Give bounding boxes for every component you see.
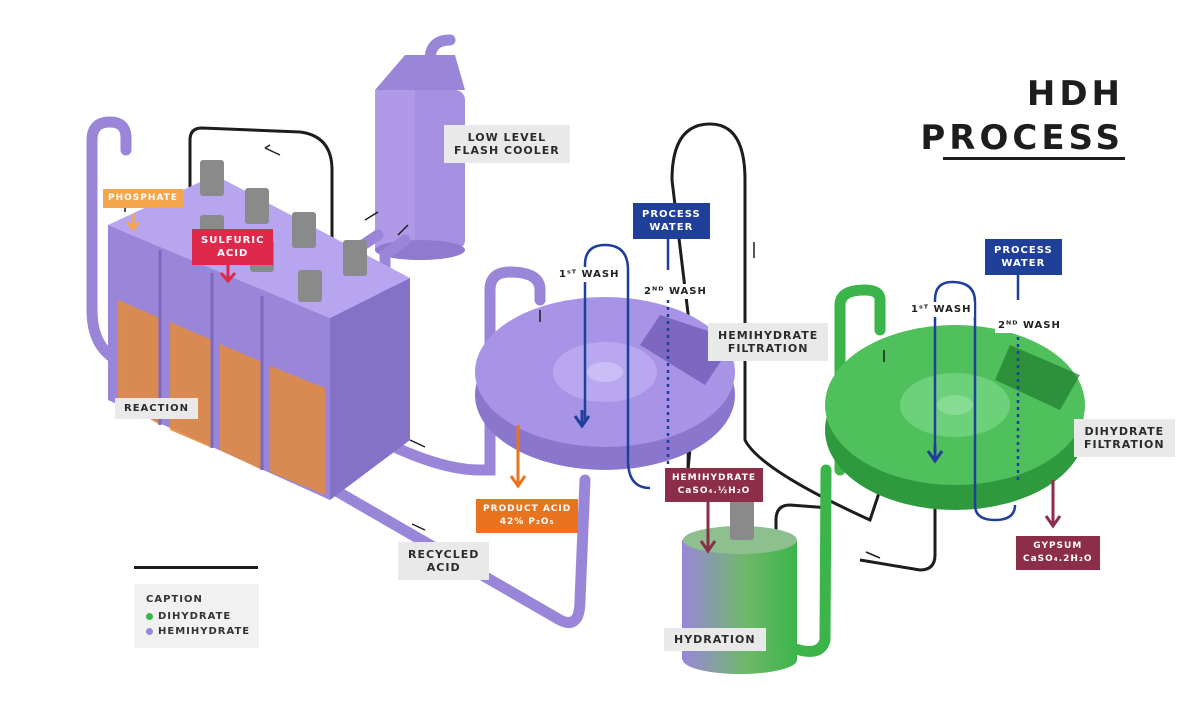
caption-rule — [134, 566, 258, 569]
hemihydrate-filter-loop — [670, 122, 882, 523]
product-arrows — [125, 214, 1062, 554]
hydration-label: HYDRATION — [664, 628, 766, 651]
reaction-vessel — [108, 160, 410, 500]
recycled-acid-pipe — [294, 464, 591, 628]
first-wash-label-2: 1ˢᵀ WASH — [908, 302, 975, 317]
arrow-left — [411, 523, 426, 531]
recycled-acid-label: RECYCLED ACID — [398, 542, 490, 580]
reaction-slurry — [118, 300, 325, 495]
hemihydrate-swatch — [146, 627, 153, 635]
dh-wash-arrow — [926, 445, 944, 464]
arrow-cooler-out — [397, 224, 409, 236]
page-title: HDH PROCESS — [920, 72, 1124, 160]
arrow-return — [865, 551, 881, 559]
line-to-hydration — [774, 503, 831, 560]
arrow-up-left — [264, 144, 281, 156]
hh-wash-arrow — [573, 410, 591, 429]
hemihydrate-filter-disc — [475, 297, 735, 470]
dihydrate-filtration-label: DIHYDRATE FILTRATION — [1074, 419, 1175, 457]
legend-item-hemihydrate: HEMIHYDRATE — [146, 626, 250, 637]
reactor-dividers — [158, 250, 264, 470]
phosphate-label: PHOSPHATE — [103, 189, 183, 208]
gypsum-arrow — [1044, 480, 1062, 529]
pipe-to-hemihydrate-filter — [374, 266, 546, 476]
arrow-right — [409, 439, 426, 448]
hemihydrate-pipes — [86, 34, 591, 628]
gypsum-label: GYPSUM CaSO₄.2H₂O — [1016, 536, 1100, 570]
hemihydrate-drop-arrow — [699, 495, 717, 554]
second-wash-label-2: 2ᴺᴰ WASH — [995, 318, 1064, 333]
return-line — [859, 500, 937, 572]
process-water-label-2: PROCESS WATER — [985, 239, 1062, 275]
first-wash-label-1: 1ˢᵀ WASH — [556, 267, 623, 282]
dihydrate-swatch — [146, 612, 153, 620]
process-water-label-1: PROCESS WATER — [633, 203, 710, 239]
black-process-lines — [188, 122, 937, 572]
hemihydrate-filtration-label: HEMIHYDRATE FILTRATION — [708, 323, 829, 361]
caption-title: CAPTION — [146, 594, 203, 605]
vapour-line-to-cooler — [188, 126, 334, 240]
hh-wash-1 — [583, 243, 651, 490]
low-level-flash-cooler-label: LOW LEVEL FLASH COOLER — [444, 125, 570, 163]
caption-legend: CAPTION DIHYDRATE HEMIHYDRATE — [134, 584, 259, 648]
title-underline — [943, 157, 1125, 160]
dh-wash-1 — [933, 280, 1017, 522]
recycle-pipe-left — [86, 116, 132, 316]
sulfuric-arrow — [219, 262, 237, 284]
reaction-label: REACTION — [115, 398, 199, 419]
phosphate-arrow — [125, 214, 141, 232]
product-acid-arrow — [509, 425, 527, 489]
wash-lines — [583, 230, 1020, 522]
flash-cooler — [334, 55, 465, 311]
pipe-to-dihydrate-filter — [834, 284, 886, 476]
legend-item-dihydrate: DIHYDRATE — [146, 611, 231, 622]
product-acid-label: PRODUCT ACID 42% P₂O₅ — [476, 499, 579, 533]
second-wash-label-1: 2ᴺᴰ WASH — [641, 284, 710, 299]
arrow-cooler-in — [364, 211, 379, 221]
sulfuric-acid-label: SULFURIC ACID — [192, 229, 274, 265]
title-line-1: HDH — [1026, 74, 1124, 114]
hemihydrate-product-label: HEMIHYDRATE CaSO₄.½H₂O — [665, 468, 763, 502]
title-line-2: PROCESS — [920, 118, 1124, 158]
dihydrate-filter-disc — [825, 325, 1085, 510]
